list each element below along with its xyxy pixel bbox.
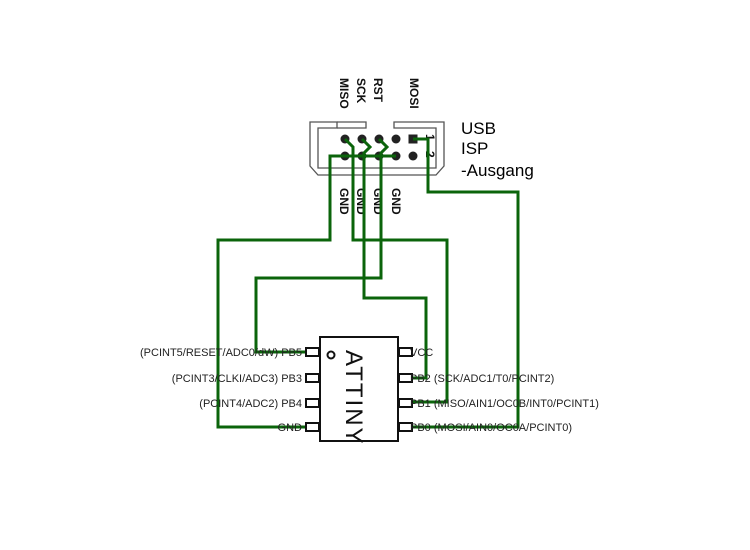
label-miso: MISO	[337, 78, 351, 109]
connector-title-ausgang: -Ausgang	[461, 161, 534, 180]
pin-label-vcc: VCC	[410, 347, 433, 359]
pin-label-pb5: (PCINT5/RESET/ADC0/dW) PB5	[140, 347, 302, 359]
label-gnd-3: GND	[371, 188, 385, 215]
pin-number-2: 2	[423, 151, 437, 158]
wire-miso	[343, 137, 449, 404]
label-gnd-1: GND	[337, 188, 351, 215]
connector-title-usb: USB	[461, 119, 496, 138]
pin-label-pb2: PB2 (SCK/ADC1/T0/PCINT2)	[410, 373, 554, 385]
pin-label-gnd: GND	[278, 422, 303, 434]
label-gnd-4: GND	[389, 188, 403, 215]
wire-gnd	[216, 154, 396, 429]
pin-label-pb0: PB0 (MOSI/AIN0/OC0A/PCINT0)	[410, 422, 572, 434]
attiny-chip: ATTINY	[305, 336, 413, 446]
wire-sck	[360, 137, 428, 380]
label-gnd-2: GND	[354, 188, 368, 215]
label-sck: SCK	[354, 78, 368, 104]
pin-label-pb4: (PCINT4/ADC2) PB4	[199, 398, 302, 410]
label-rst: RST	[371, 78, 385, 103]
wire-rst	[254, 137, 390, 354]
label-mosi: MOSI	[407, 78, 421, 109]
pin-label-pb1: PB1 (MISO/AIN1/OC0B/INT0/PCINT1)	[410, 398, 599, 410]
chip-name: ATTINY	[340, 350, 367, 446]
connector-title-isp: ISP	[461, 139, 488, 158]
pin-number-1: 1	[423, 134, 437, 141]
pin-label-pb3: (PCINT3/CLKI/ADC3) PB3	[172, 373, 302, 385]
wire-mosi	[405, 137, 520, 429]
